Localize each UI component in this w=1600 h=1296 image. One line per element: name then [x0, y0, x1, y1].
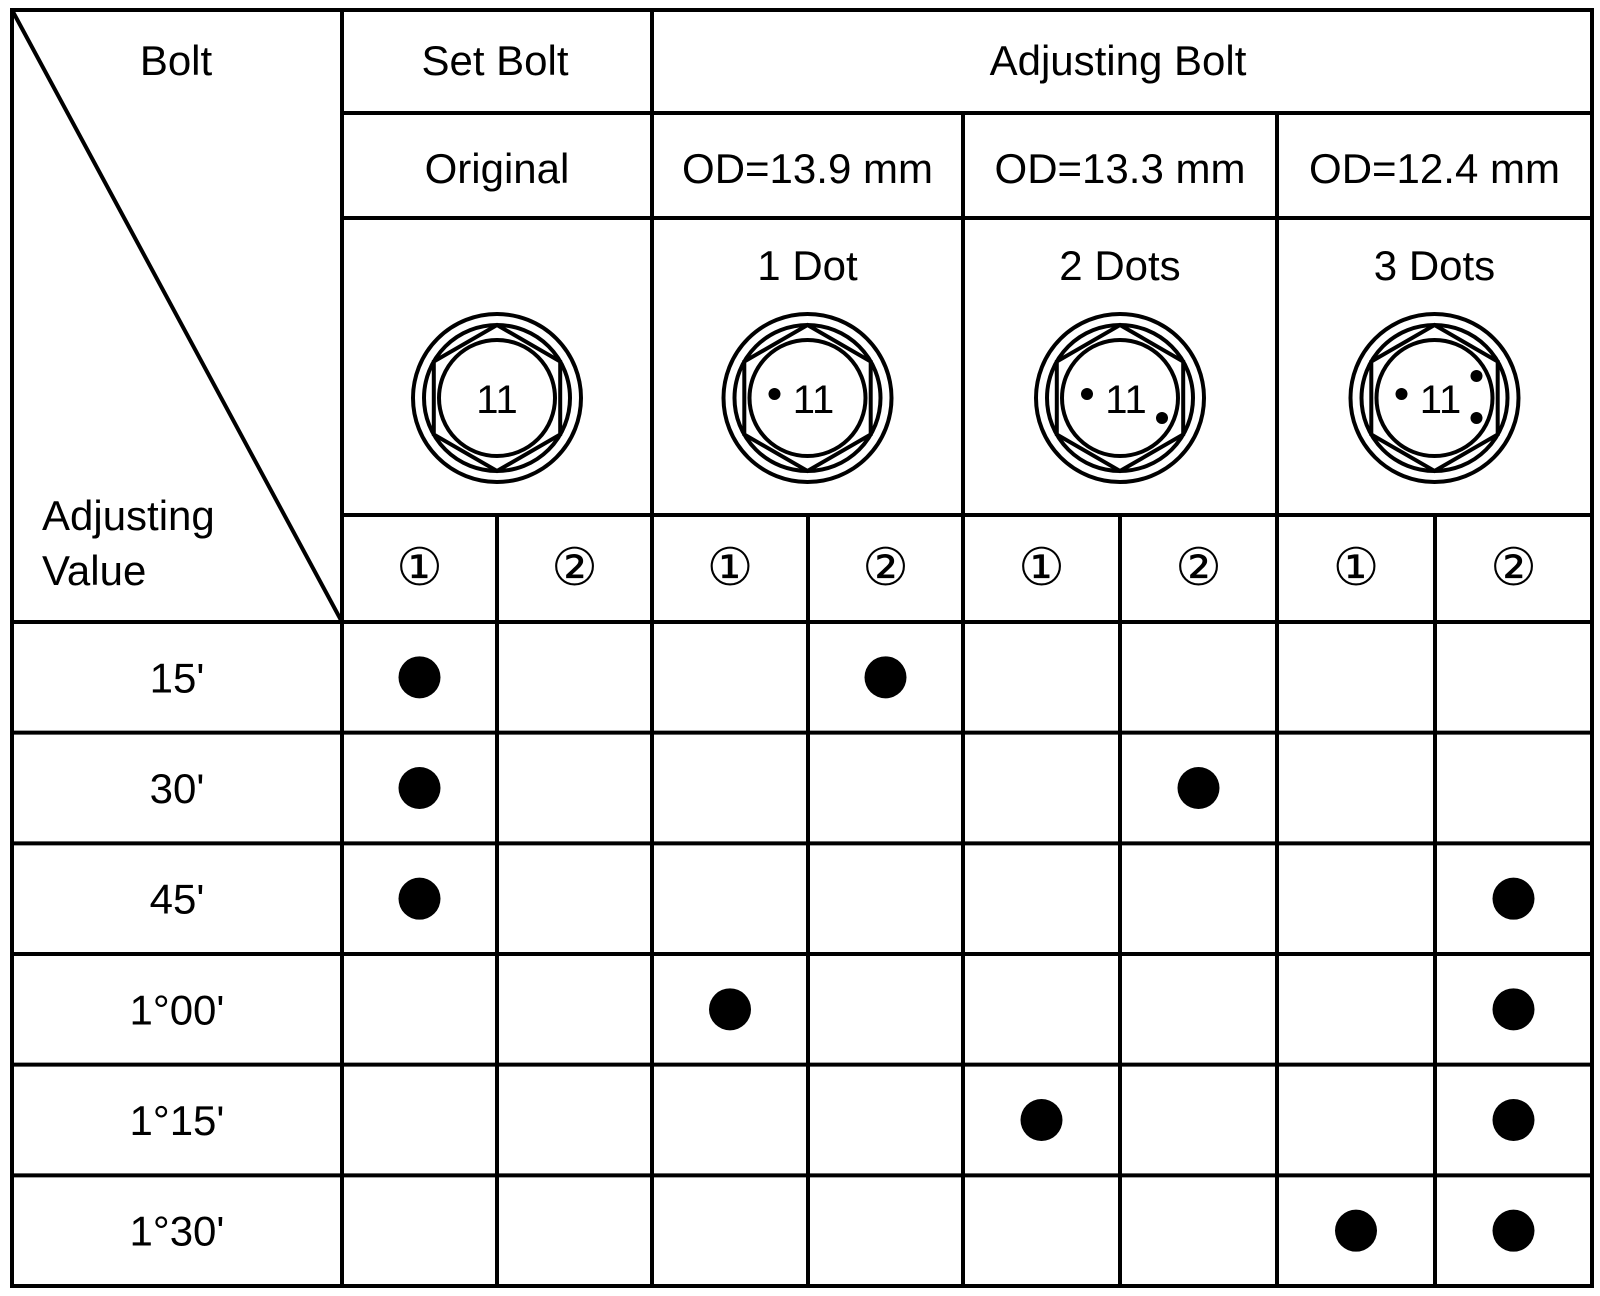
- table-row: 30': [150, 765, 1220, 812]
- adjusting-bolt-header: Adjusting Bolt: [990, 37, 1247, 84]
- selection-dot: [1177, 767, 1220, 809]
- identification-dot: [1081, 388, 1093, 400]
- selection-dot: [1335, 1209, 1377, 1252]
- adjusting-value-label: 30': [150, 765, 205, 812]
- identification-dot: [1470, 412, 1483, 424]
- position-label: ①: [396, 539, 443, 597]
- selection-dot: [398, 656, 441, 699]
- selection-dot: [1492, 1209, 1535, 1252]
- corner-bolt-label: Bolt: [140, 37, 213, 84]
- corner-header: Bolt Adjusting Value: [42, 37, 215, 594]
- od-label: OD=13.3 mm: [995, 145, 1246, 192]
- bolt-number: 11: [793, 378, 835, 422]
- selection-dot: [398, 877, 441, 920]
- position-label: ②: [862, 539, 909, 597]
- bolt-head-icon: 11: [1348, 312, 1521, 484]
- identification-dot: [1470, 370, 1483, 382]
- selection-dot: [864, 656, 907, 699]
- bolt-head-icon: 11: [411, 312, 583, 484]
- adjusting-value-label: 45': [150, 876, 205, 923]
- marking-label: 1 Dot: [757, 242, 858, 289]
- table-row: 15': [150, 654, 907, 701]
- marking-label: 3 Dots: [1374, 242, 1495, 289]
- position-label: ①: [1333, 539, 1380, 597]
- position-label: ②: [551, 539, 598, 597]
- selection-dot: [1020, 1099, 1063, 1141]
- selection-dot: [1492, 877, 1535, 920]
- identification-dot: [1395, 388, 1408, 400]
- bolt-icons: 11 11 11 11: [411, 312, 1521, 484]
- position-label: ②: [1490, 539, 1537, 597]
- table-row: 45': [150, 876, 1535, 923]
- od-label: Original: [425, 145, 570, 192]
- od-label: OD=13.9 mm: [682, 145, 933, 192]
- identification-dot: [1156, 412, 1168, 424]
- adjusting-value-label: 1°15': [130, 1097, 225, 1144]
- bolt-head-icon: 11: [1034, 312, 1206, 484]
- od-label: OD=12.4 mm: [1309, 145, 1560, 192]
- table-grid: [10, 8, 1594, 1288]
- selection-dot: [709, 988, 751, 1031]
- bolt-number: 11: [1105, 378, 1147, 422]
- position-label: ①: [1018, 539, 1065, 597]
- corner-value-label: Value: [42, 547, 146, 594]
- bolt-number: 11: [1420, 378, 1462, 422]
- adjusting-value-label: 1°30': [130, 1208, 225, 1255]
- corner-diagonal: [10, 9, 344, 623]
- od-labels: Original OD=13.9 mm 1 Dot OD=13.3 mm 2 Dots O…: [425, 145, 1560, 289]
- selection-dot: [1492, 1099, 1535, 1141]
- bolt-number: 11: [476, 378, 518, 422]
- table-row: 1°15': [130, 1097, 1535, 1144]
- table-row: 1°00': [130, 986, 1535, 1033]
- position-labels: ① ② ① ② ① ② ① ②: [396, 539, 1537, 597]
- adjusting-value-label: 1°00': [130, 986, 225, 1033]
- adjusting-value-label: 15': [150, 654, 205, 701]
- selection-dot: [1492, 988, 1535, 1031]
- set-bolt-header: Set Bolt: [421, 37, 568, 84]
- identification-dot: [768, 388, 781, 400]
- bolt-head-icon: 11: [721, 312, 894, 484]
- table-row: 1°30': [130, 1208, 1535, 1255]
- corner-adjusting-label: Adjusting: [42, 492, 215, 539]
- marking-label: 2 Dots: [1059, 242, 1180, 289]
- position-label: ①: [707, 539, 754, 597]
- table-border: [10, 8, 1594, 1288]
- position-label: ②: [1175, 539, 1222, 597]
- header-group-labels: Set Bolt Adjusting Bolt: [421, 37, 1246, 84]
- value-rows: 15' 30' 45' 1°00' 1°15' 1°30': [130, 654, 1535, 1255]
- selection-dot: [398, 767, 441, 809]
